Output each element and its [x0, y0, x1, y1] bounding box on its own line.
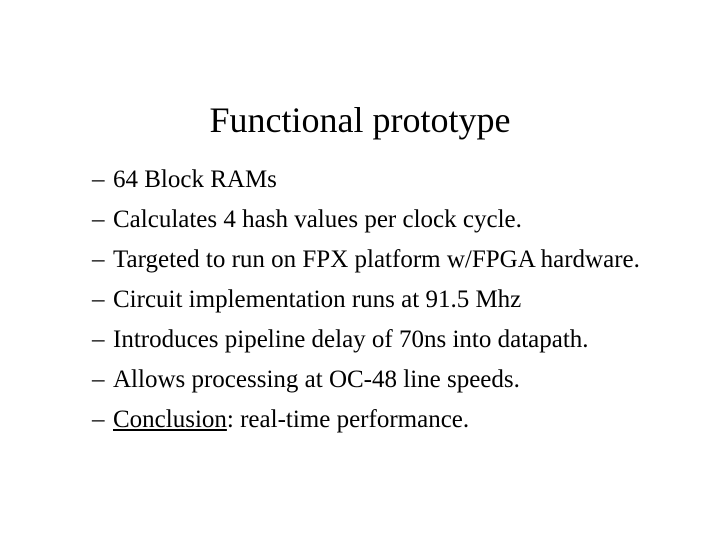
list-item-label: Circuit implementation runs at 91.5 Mhz [113, 286, 522, 313]
list-item-conclusion: – Conclusion: real-time performance. [92, 400, 692, 440]
dash-bullet-icon: – [92, 246, 105, 273]
list-item: – Targeted to run on FPX platform w/FPGA… [92, 240, 692, 280]
dash-bullet-icon: – [92, 406, 105, 433]
dash-bullet-icon: – [92, 286, 105, 313]
dash-bullet-icon: – [92, 166, 105, 193]
bullet-list: – 64 Block RAMs – Calculates 4 hash valu… [92, 160, 692, 440]
conclusion-keyword: Conclusion [113, 406, 227, 433]
dash-bullet-icon: – [92, 326, 105, 353]
list-item-label: Targeted to run on FPX platform w/FPGA h… [113, 246, 640, 273]
list-item: – 64 Block RAMs [92, 160, 692, 200]
conclusion-remainder: : real-time performance. [226, 406, 470, 433]
dash-bullet-icon: – [92, 206, 105, 233]
list-item-label: Allows processing at OC-48 line speeds. [113, 366, 520, 393]
list-item: – Allows processing at OC-48 line speeds… [92, 360, 692, 400]
list-item-label: Introduces pipeline delay of 70ns into d… [113, 326, 589, 353]
list-item: – Calculates 4 hash values per clock cyc… [92, 200, 692, 240]
list-item-label: Calculates 4 hash values per clock cycle… [113, 206, 522, 233]
list-item: – Circuit implementation runs at 91.5 Mh… [92, 280, 692, 320]
list-item-label: Conclusion: real-time performance. [113, 406, 469, 433]
list-item-label: 64 Block RAMs [113, 166, 277, 193]
list-item: – Introduces pipeline delay of 70ns into… [92, 320, 692, 360]
page-title: Functional prototype [209, 100, 511, 141]
dash-bullet-icon: – [92, 366, 105, 393]
